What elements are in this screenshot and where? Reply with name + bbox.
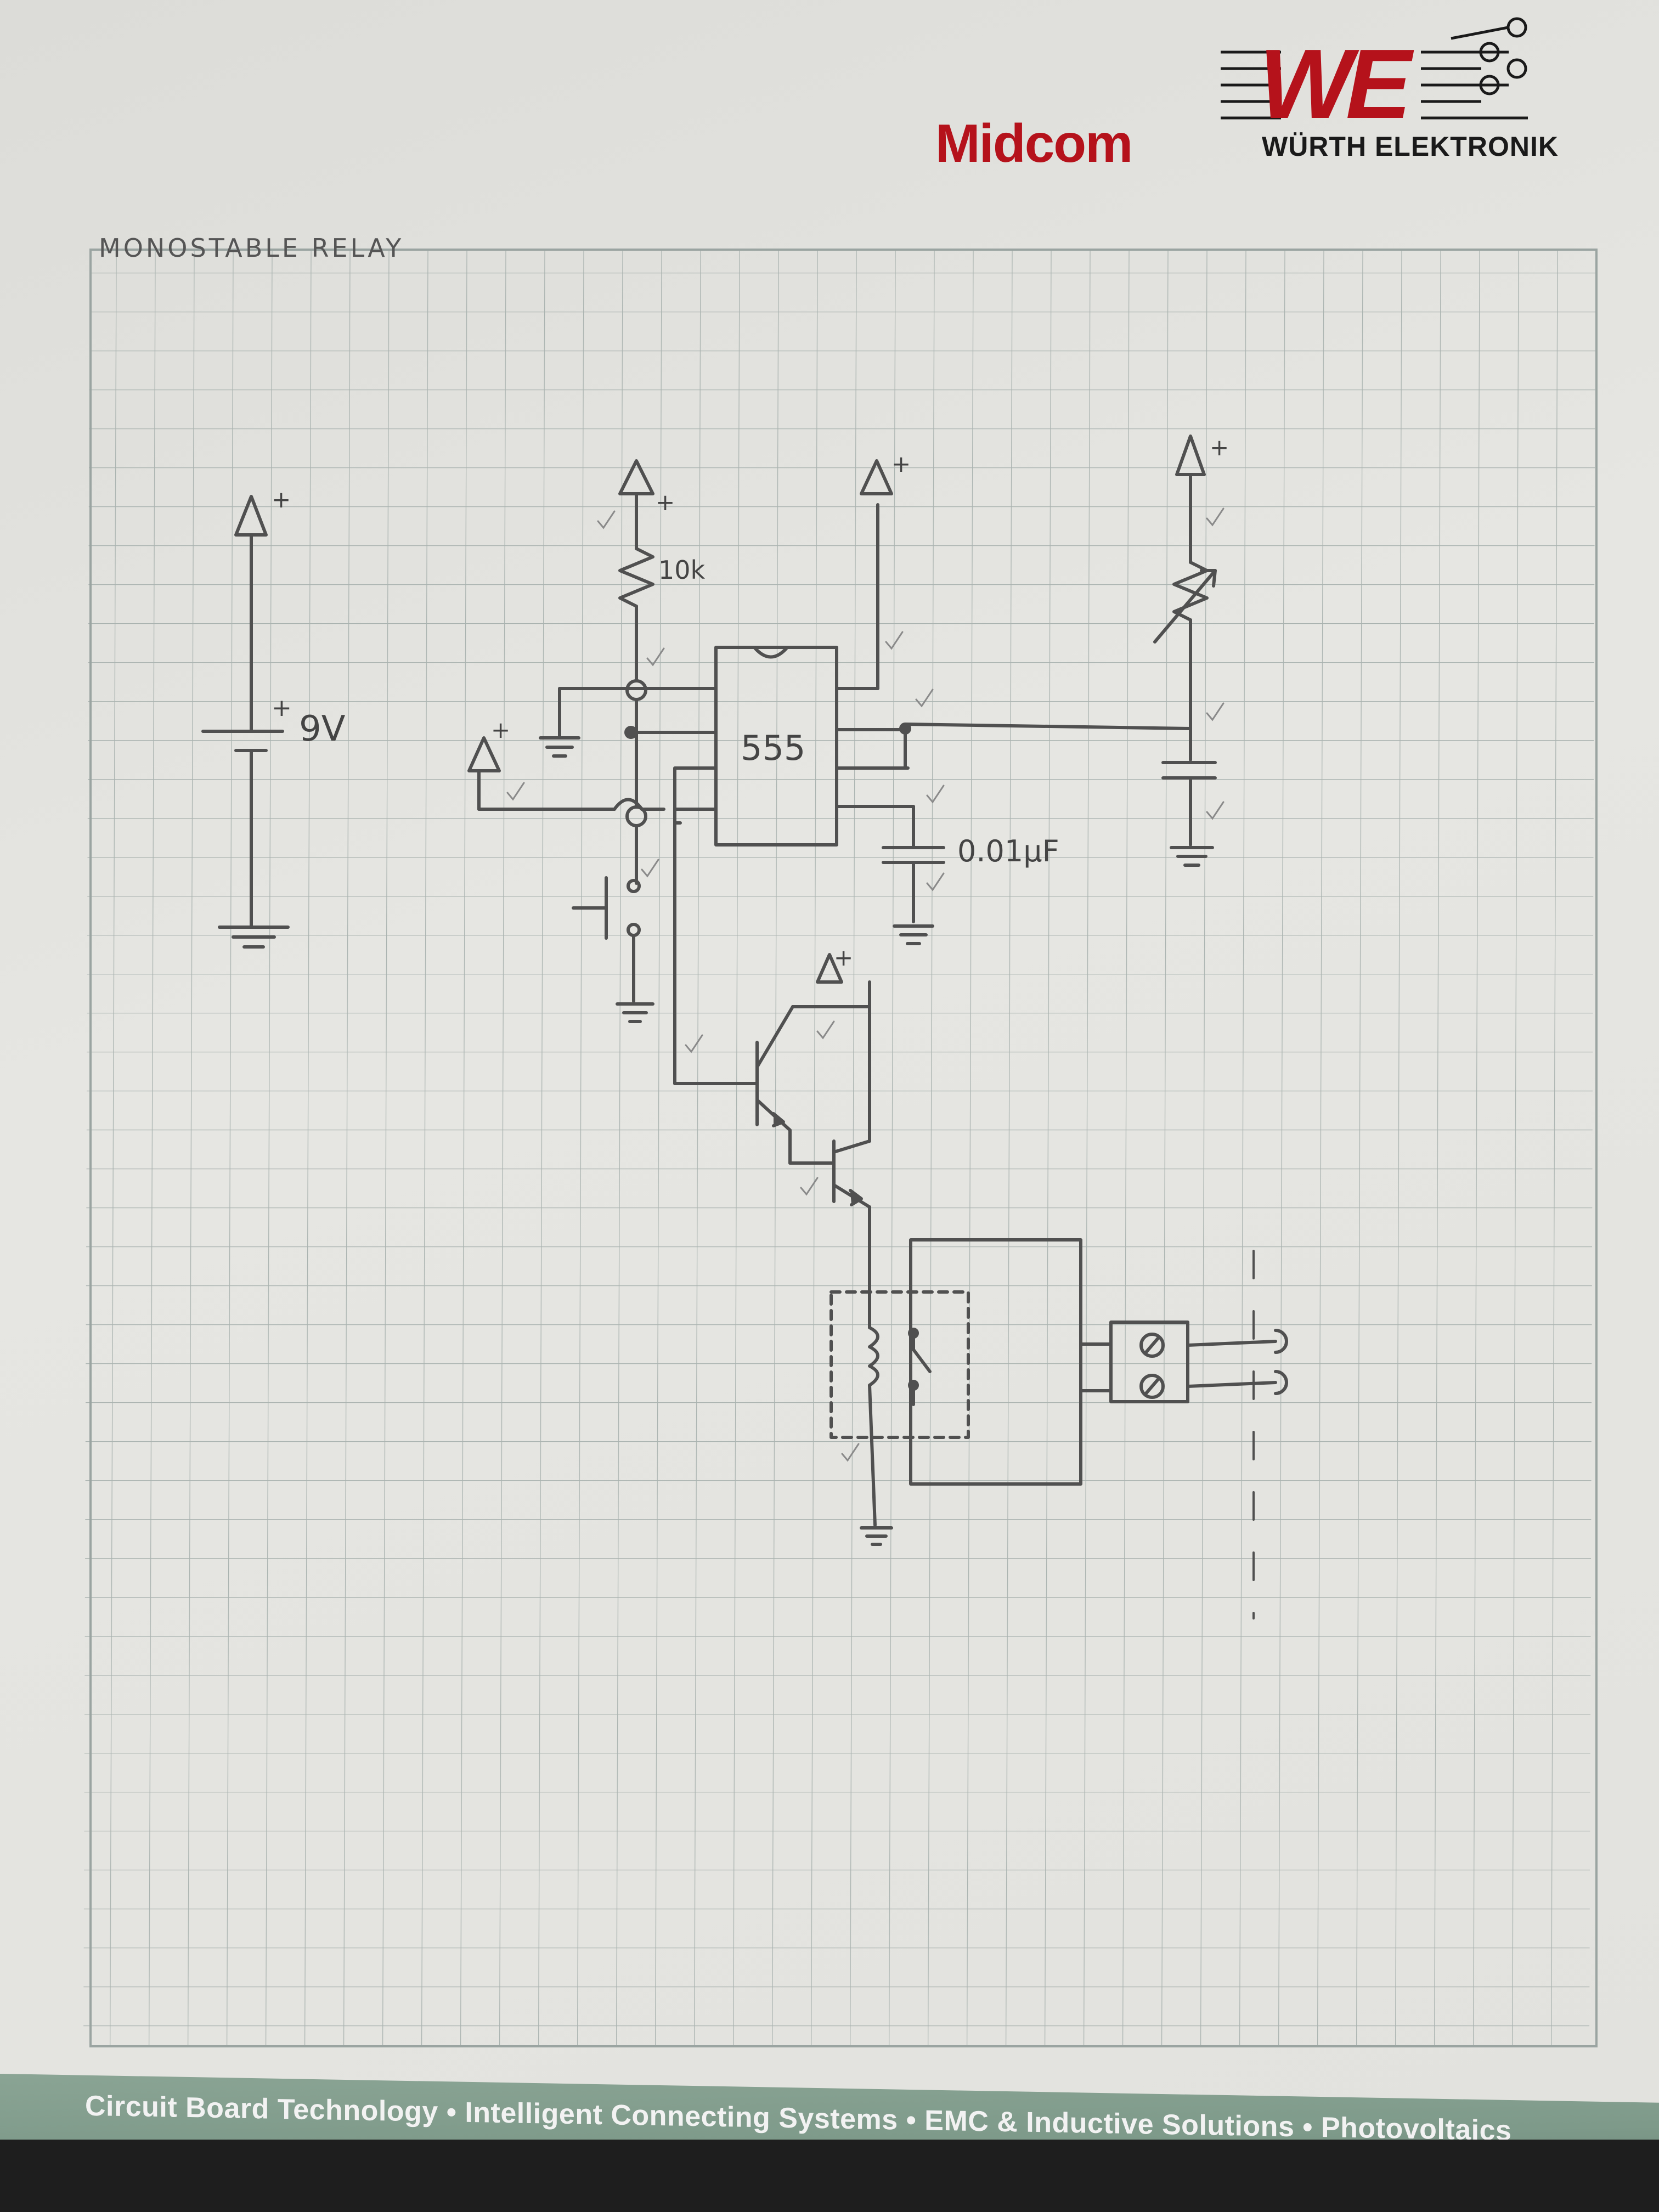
right-branch: + xyxy=(904,434,1229,867)
ic-supply-plus: + xyxy=(891,450,911,477)
transistor-supply-plus: + xyxy=(834,944,853,971)
resistor-label: 10k xyxy=(658,555,706,585)
timing-capacitor: 0.01μF xyxy=(882,805,1059,945)
wurth-elektronik-text: WÜRTH ELEKTRONIK xyxy=(1262,131,1559,162)
capacitor-label: 0.01μF xyxy=(957,834,1059,868)
relay xyxy=(830,1238,1288,1620)
ic-555: 555 + xyxy=(629,450,915,847)
ic-label: 555 xyxy=(741,728,805,768)
we-letters: WE xyxy=(1259,29,1414,139)
pencil-checkmarks xyxy=(506,507,1224,1462)
wurth-logo-mark: WE xyxy=(1221,17,1528,139)
battery-plus: + xyxy=(272,694,292,722)
battery-circuit: + xyxy=(201,486,291,949)
graph-grid xyxy=(83,249,1598,2047)
desk-background xyxy=(0,2140,1659,2212)
footer-text: Circuit Board Technology • Intelligent C… xyxy=(85,2090,1512,2147)
resistor-column: + xyxy=(572,459,675,1023)
resistor-top-plus: + xyxy=(656,489,675,516)
battery-label: 9V xyxy=(299,709,346,749)
left-aux: + xyxy=(467,687,665,811)
midcom-logo: Midcom xyxy=(935,113,1133,173)
page-title: MONOSTABLE RELAY xyxy=(99,233,404,263)
darlington-pair: + xyxy=(673,821,871,1258)
battery-top-plus: + xyxy=(272,486,291,513)
pot-supply-plus: + xyxy=(1210,434,1229,461)
aux-supply-plus: + xyxy=(491,716,510,743)
